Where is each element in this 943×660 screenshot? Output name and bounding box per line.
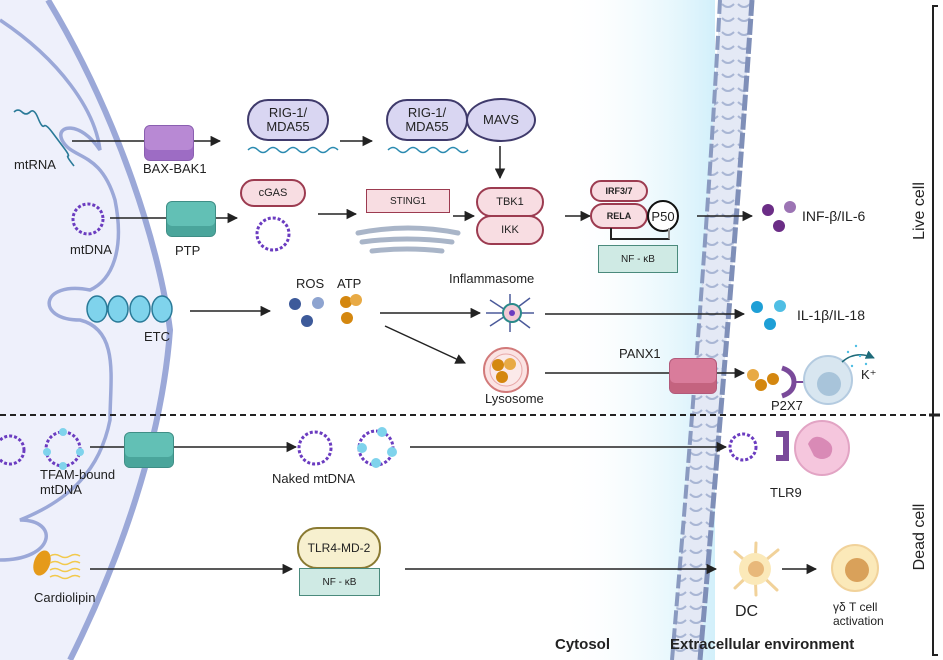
mtdna-icon [0,434,26,466]
atp-icon [747,369,779,391]
rna-wave-icon [387,146,469,154]
atp-label: ATP [337,276,362,291]
er-icon [355,225,461,254]
irf37-node: IRF3/7 [590,180,648,202]
il1-cytokine-icon [751,300,786,330]
ros-label: ROS [296,276,325,291]
etc-complex-icon [86,295,173,323]
cgas-node: cGAS [240,179,306,207]
dead-cell-label: Dead cell [911,503,928,571]
k-plus-label: K⁺ [861,367,877,382]
inf-beta-il6-label: INF-β/IL-6 [802,208,866,224]
neutrophil-icon [794,420,850,476]
rna-wave-icon [247,146,339,154]
dendritic-cell-icon [733,541,780,597]
plasma-membrane [670,0,755,660]
mtrna-icon [13,109,75,167]
il1-il18-label: IL-1β/IL-18 [797,307,865,323]
live-cell-label: Live cell [911,182,928,240]
etc-label: ETC [144,329,170,344]
nfkb-node: NF - κB [598,245,678,273]
lysosome-icon [483,347,529,393]
extracellular-label: Extracellular environment [670,636,855,653]
ptp-label: PTP [175,243,201,258]
ikk-node: IKK [476,215,544,245]
gd-t-cell-label-line1: γδ T cell [833,600,878,614]
bax-bak1-channel-icon [144,125,194,161]
naked-mtdna-label: Naked mtDNA [272,471,356,486]
p50-node: P50 [647,200,679,232]
k-efflux-arrow-icon [841,350,875,363]
p2x7-label: P2X7 [771,398,803,413]
mtdna-label: mtDNA [70,242,112,257]
tlr9-receptor-icon [776,431,789,461]
panx1-channel-icon [669,358,717,394]
region-bracket [929,5,940,656]
mtdna-icon [71,202,105,236]
ptp-channel-icon [124,432,174,468]
mtrna-label: mtRNA [14,157,56,172]
k-ion-dots-icon [846,344,868,368]
mtdna-icon [728,432,758,462]
mtdna-icon [255,216,291,252]
rig1-label: RIG-1/MDA55 [266,104,310,134]
bax-bak1-label: BAX-BAK1 [143,161,207,176]
tfam-label-line2: mtDNA [40,482,82,497]
rig1-mda5-complex-node: RIG-1/MDA55 [386,99,468,141]
cardiolipin-icon [33,550,81,580]
panx1-label: PANX1 [619,346,661,361]
tfam-label-line1: TFAM-bound [40,467,116,482]
nfkb-connector [610,228,670,240]
ros-icon [289,297,324,327]
inf-beta-cytokine-icon [762,201,796,232]
lysosome-label: Lysosome [485,391,544,406]
cardiolipin-label: Cardiolipin [34,590,96,605]
immune-cell-icon [803,355,853,405]
atp-icon [340,294,362,324]
dc-label: DC [735,603,759,620]
tfam-mtdna-icon [357,427,397,468]
tfam-mtdna-icon [43,428,84,470]
rig1-label: RIG-1/MDA55 [405,104,449,134]
mavs-node: MAVS [466,98,536,142]
naked-mtdna-icon [297,430,333,466]
cytosol-label: Cytosol [555,636,611,653]
rig1-mda5-node: RIG-1/MDA55 [247,99,329,141]
gd-t-cell-label-line2: activation [833,614,884,628]
inflammasome-icon [486,294,534,332]
mitochondrion [0,0,174,660]
p2x7-receptor-icon [781,365,797,399]
nfkb-node-dead: NF - κB [299,568,380,596]
ptp-channel-icon [166,201,216,237]
inflammasome-label: Inflammasome [449,271,535,286]
tlr4-md2-node: TLR4-MD-2 [297,527,381,569]
tbk1-node: TBK1 [476,187,544,217]
sting1-node: STING1 [366,189,450,213]
tlr9-label: TLR9 [770,485,802,500]
gd-t-cell-icon [831,544,879,592]
rela-node: RELA [590,203,648,229]
